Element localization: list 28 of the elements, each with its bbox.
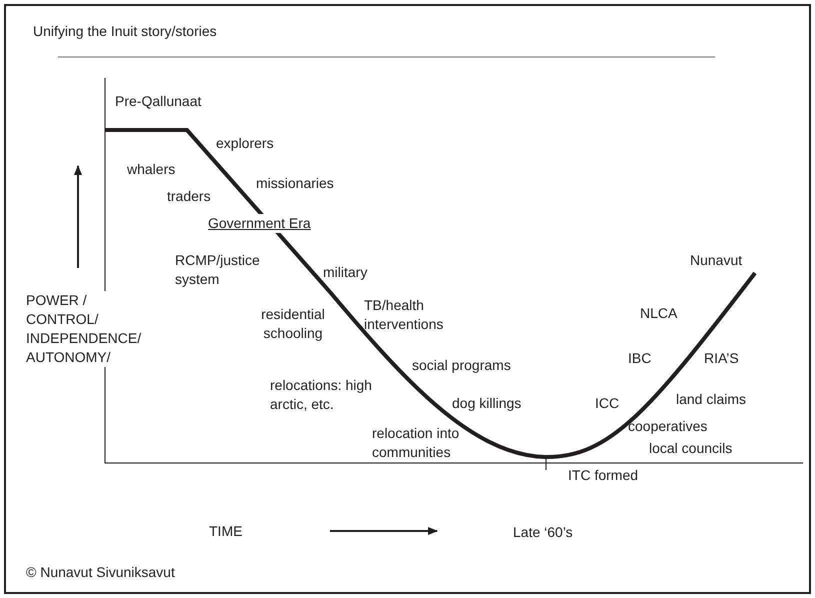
event-label: land claims (676, 390, 746, 409)
event-label: NLCA (640, 304, 678, 323)
event-label: TB/health interventions (364, 296, 444, 334)
y-axis-label: POWER / CONTROL/ INDEPENDENCE/ AUTONOMY/ (26, 291, 144, 367)
copyright-note: © Nunavut Sivuniksavut (26, 563, 175, 582)
x-axis-label: TIME (209, 522, 242, 541)
event-label: residential schooling (260, 305, 326, 343)
event-label: Nunavut (690, 251, 742, 270)
event-label: social programs (412, 356, 511, 375)
event-label: relocation into communities (372, 424, 460, 462)
event-label: RIA’S (704, 349, 739, 368)
era-label: Pre-Qallunaat (115, 92, 202, 111)
event-label: military (323, 263, 368, 282)
event-label: RCMP/justice system (175, 251, 261, 289)
event-label: whalers (127, 160, 176, 179)
tick-label: Late ‘60’s (513, 523, 573, 542)
chart-title: Unifying the Inuit story/stories (33, 22, 217, 41)
event-label: cooperatives (628, 417, 708, 436)
event-label: dog killings (452, 394, 522, 413)
event-label: explorers (216, 134, 274, 153)
event-label: traders (167, 187, 211, 206)
event-label: IBC (628, 349, 652, 368)
event-label: ITC formed (568, 466, 638, 485)
event-label: relocations: high arctic, etc. (270, 376, 373, 414)
event-label: ICC (595, 394, 620, 413)
era-heading: Government Era (208, 214, 311, 233)
event-label: local councils (649, 439, 732, 458)
event-label: missionaries (256, 174, 334, 193)
